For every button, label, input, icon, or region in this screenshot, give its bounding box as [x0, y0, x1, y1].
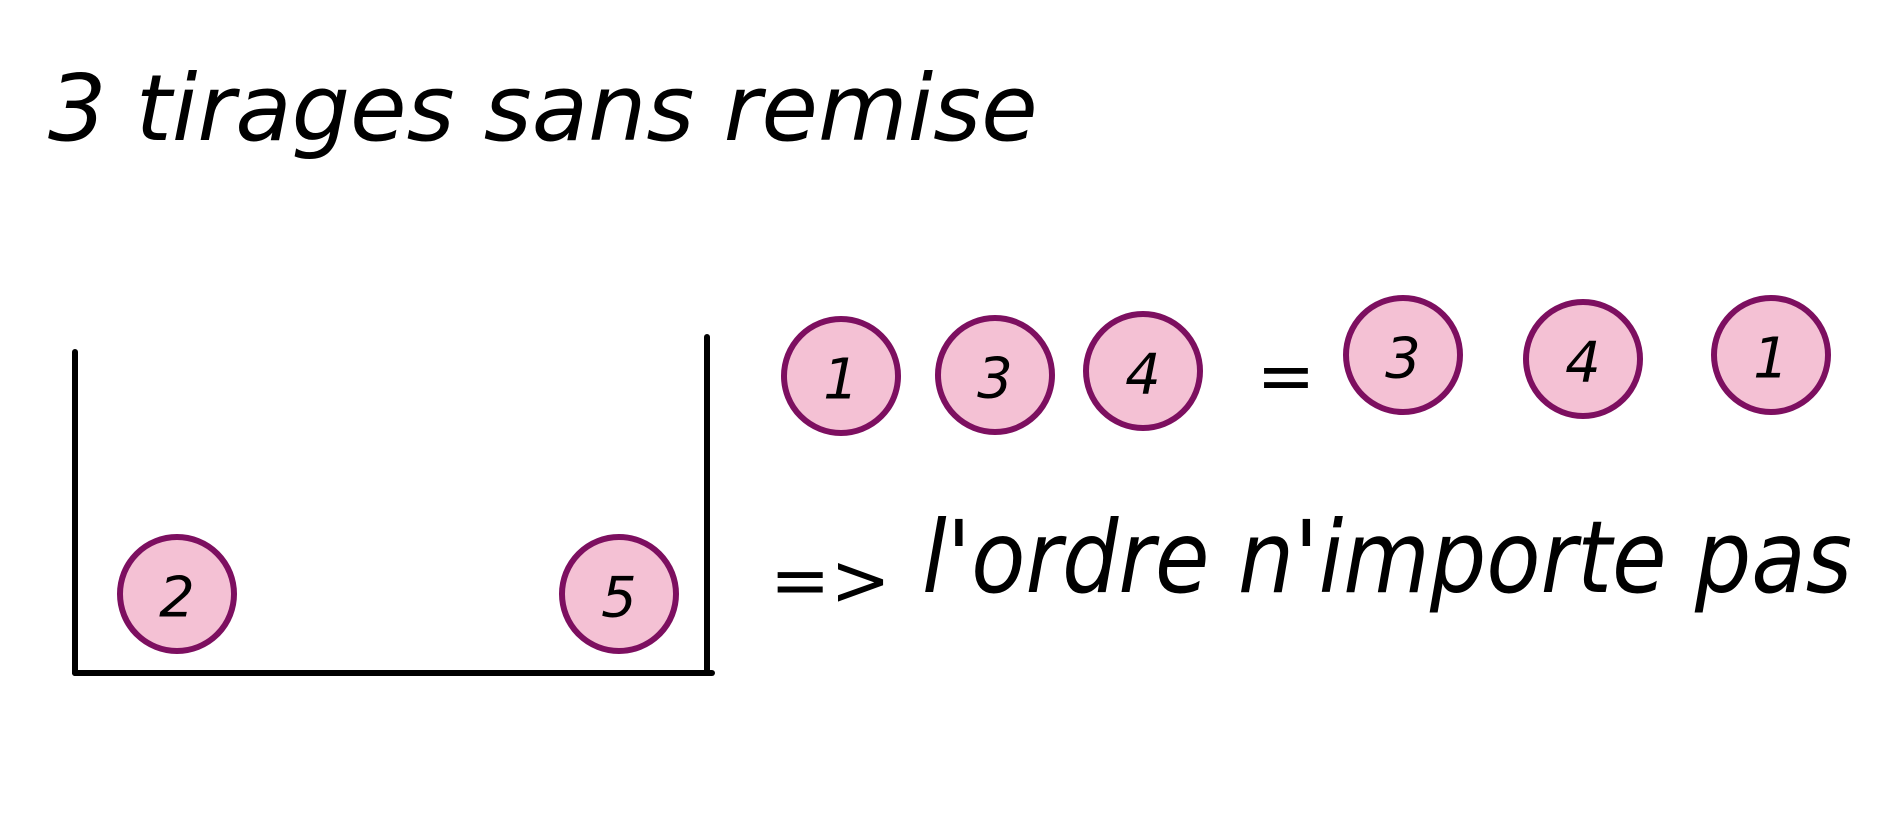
svg-text:3: 3: [977, 347, 1013, 412]
drawn-ball-left: 1: [781, 316, 901, 436]
drawn-ball-left: 4: [1083, 311, 1203, 431]
drawn-ball-right: 1: [1711, 295, 1831, 415]
svg-text:1: 1: [823, 348, 859, 413]
urn-ball: 2: [117, 534, 237, 654]
implies-arrow: =>: [770, 538, 891, 622]
urn-ball: 5: [559, 534, 679, 654]
diagram-title: 3 tirages sans remise: [48, 55, 1038, 162]
svg-text:4: 4: [1565, 331, 1601, 396]
svg-text:2: 2: [159, 566, 195, 631]
drawn-ball-right: 4: [1523, 299, 1643, 419]
svg-text:1: 1: [1753, 327, 1789, 392]
urn-box: [72, 334, 715, 676]
svg-text:3: 3: [1385, 327, 1421, 392]
drawn-ball-right: 3: [1343, 295, 1463, 415]
conclusion-text: l'ordre n'importe pas: [922, 499, 1852, 616]
svg-text:4: 4: [1125, 343, 1161, 408]
equals-sign: =: [1257, 335, 1316, 417]
drawn-ball-left: 3: [935, 315, 1055, 435]
svg-text:5: 5: [601, 566, 637, 631]
